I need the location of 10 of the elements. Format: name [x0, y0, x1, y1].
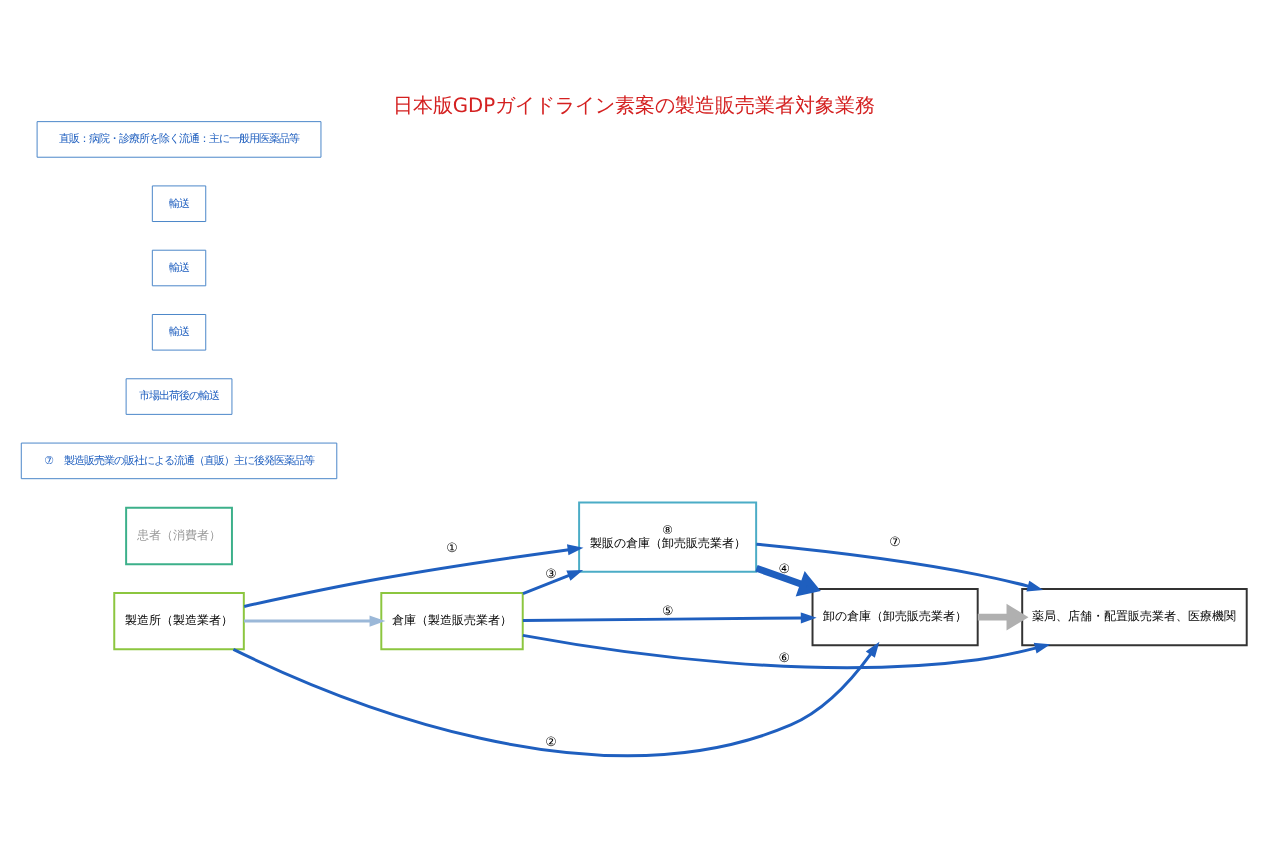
- arrow: [522, 568, 584, 594]
- arrow: [243, 543, 584, 607]
- arrow: [977, 602, 1029, 630]
- diagram-title: 日本版GDPガイドライン素案の製造販売業者対象業務: [392, 94, 876, 117]
- arrow: [755, 563, 821, 596]
- arrow: [522, 632, 1051, 669]
- arrow: [243, 614, 386, 626]
- arrow: [756, 541, 1044, 591]
- arrow: [522, 611, 817, 623]
- arrow: [232, 640, 880, 756]
